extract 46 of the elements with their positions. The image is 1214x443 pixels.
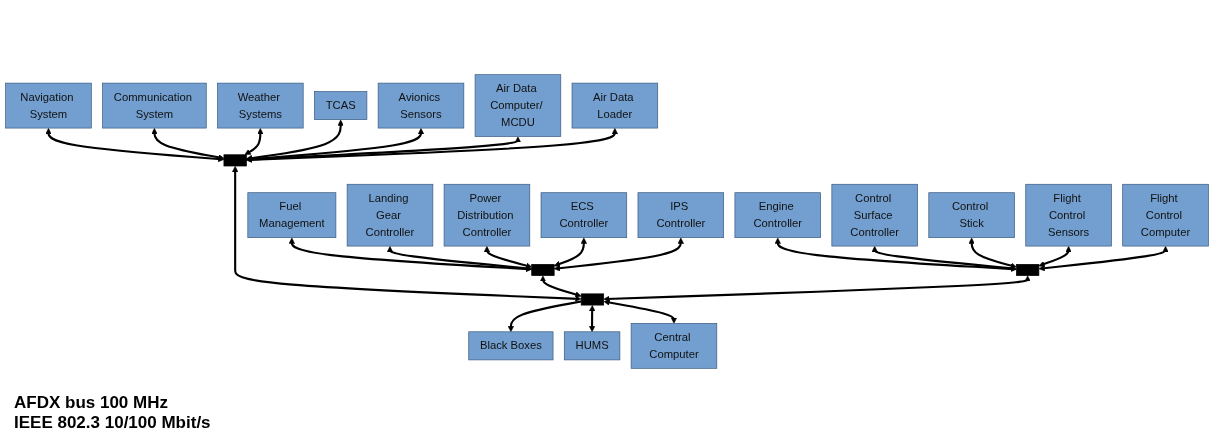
arrow <box>871 246 1017 272</box>
arrow <box>1038 246 1169 272</box>
arrow <box>1038 246 1072 267</box>
node-box: Air Data Loader <box>571 82 659 129</box>
node-bar <box>1016 264 1040 276</box>
arrow <box>483 246 532 269</box>
arrow <box>553 237 684 272</box>
arrow <box>232 166 582 302</box>
arrow <box>968 237 1017 269</box>
node-box: Flight Control Computer <box>1122 183 1209 247</box>
node-bar <box>580 293 604 306</box>
node-box: Navigation System <box>5 82 92 129</box>
node-box: Air Data Computer/ MCDU <box>474 74 562 137</box>
bus-spec-note: IEEE 802.3 10/100 Mbit/s <box>14 413 211 433</box>
arrow <box>553 237 587 267</box>
arrow <box>507 300 582 333</box>
node-bar <box>223 154 247 167</box>
node-box: Control Surface Controller <box>831 183 918 247</box>
node-box: Weather Systems <box>217 82 304 129</box>
node-box: Black Boxes <box>468 331 554 361</box>
arrow <box>774 237 1017 273</box>
arrow <box>45 128 225 163</box>
bus-spec-note: AFDX bus 100 MHz <box>14 393 168 413</box>
node-box: ECS Controller <box>540 192 628 238</box>
arrow <box>603 275 1031 302</box>
node-box: Power Distribution Controller <box>443 183 531 247</box>
node-box: Central Computer <box>630 323 718 369</box>
node-box: Fuel Management <box>247 192 337 238</box>
node-box: IPS Controller <box>637 192 724 238</box>
arrow <box>151 128 225 161</box>
node-box: Engine Controller <box>734 192 821 238</box>
arrow <box>288 237 532 273</box>
node-box: Landing Gear Controller <box>346 183 434 247</box>
arrow <box>539 275 582 298</box>
node-box: Avionics Sensors <box>377 82 465 129</box>
node-box: HUMS <box>563 331 621 361</box>
node-box: TCAS <box>314 91 368 120</box>
node-box: Flight Control Sensors <box>1025 183 1112 247</box>
arrow <box>244 128 264 156</box>
arrow <box>603 299 678 324</box>
arrow <box>246 128 618 163</box>
node-bar <box>531 264 555 276</box>
arrow <box>589 305 596 333</box>
node-box: Control Stick <box>928 192 1015 238</box>
arrow <box>386 246 532 272</box>
node-box: Communication System <box>102 82 207 129</box>
